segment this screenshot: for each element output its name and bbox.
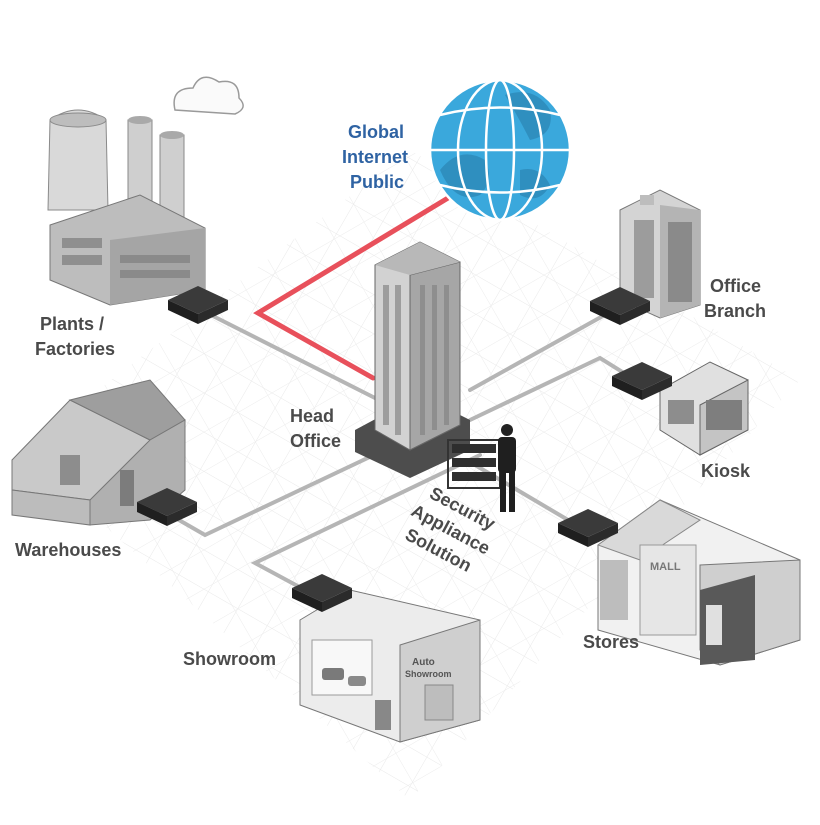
stores-label: Stores bbox=[583, 632, 639, 652]
global-internet-label-line3: Public bbox=[350, 172, 404, 192]
showroom-building bbox=[299, 589, 481, 743]
router-icon bbox=[590, 287, 650, 325]
showroom-label: Showroom bbox=[183, 649, 276, 669]
mall-sign: MALL bbox=[650, 561, 681, 573]
link-showroom bbox=[250, 453, 482, 599]
router-icon bbox=[137, 488, 197, 526]
plants-label-line1: Plants / bbox=[40, 314, 104, 334]
mall-building bbox=[596, 499, 801, 666]
plants-label-line2: Factories bbox=[35, 339, 115, 359]
routers bbox=[137, 286, 672, 612]
head-office-label-line2: Office bbox=[290, 431, 341, 451]
head-office-tower bbox=[355, 241, 470, 478]
global-internet-label-line2: Internet bbox=[342, 147, 408, 167]
head-office-label-line1: Head bbox=[290, 406, 334, 426]
link-plants bbox=[203, 310, 377, 400]
security-rack bbox=[447, 439, 501, 489]
global-internet-label-line1: Global bbox=[348, 122, 404, 142]
router-icon bbox=[612, 362, 672, 400]
person-icon bbox=[498, 424, 516, 512]
auto-sign-line1: Auto bbox=[412, 657, 435, 668]
kiosk-building bbox=[659, 361, 749, 456]
router-icon bbox=[558, 509, 618, 547]
cloud-icon bbox=[173, 76, 244, 115]
office-branch-label-line2: Branch bbox=[704, 301, 766, 321]
internet-link bbox=[253, 195, 451, 381]
link-branch bbox=[468, 310, 612, 392]
kiosk-label: Kiosk bbox=[701, 461, 751, 481]
auto-sign-line2: Showroom bbox=[405, 669, 452, 679]
router-icon bbox=[292, 574, 352, 612]
factory-building bbox=[47, 109, 206, 306]
warehouses-label: Warehouses bbox=[15, 540, 121, 560]
office-branch-label-line1: Office bbox=[710, 276, 761, 296]
router-icon bbox=[168, 286, 228, 324]
globe-icon bbox=[428, 78, 572, 222]
